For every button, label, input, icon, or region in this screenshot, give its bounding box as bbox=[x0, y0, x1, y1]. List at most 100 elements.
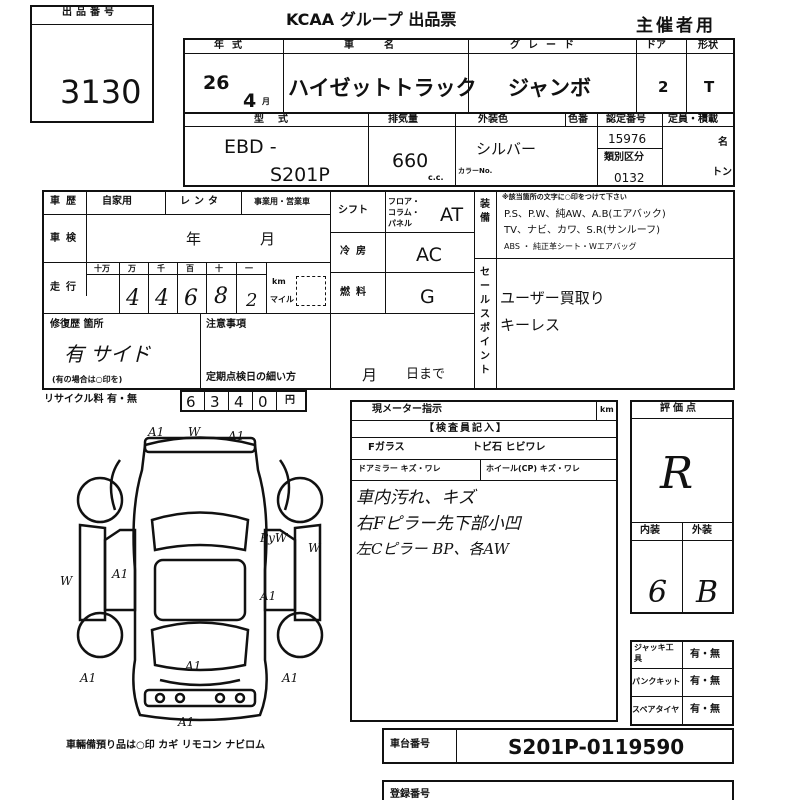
use-option-rental: レンタ bbox=[180, 196, 222, 207]
cert-number: 15976 bbox=[608, 132, 647, 146]
fuel-value: G bbox=[420, 286, 435, 308]
score-label: 評価点 bbox=[660, 403, 699, 414]
repair-history-note: (有の場合は○印を) bbox=[52, 375, 123, 384]
digit-header: 千 bbox=[157, 264, 165, 273]
chassis-box bbox=[382, 728, 734, 764]
mileage-unit-box bbox=[296, 276, 326, 306]
digit-header: 一 bbox=[245, 264, 253, 273]
page-title: KCAA グループ 出品票 bbox=[286, 10, 457, 29]
month-value: 4 bbox=[243, 90, 257, 112]
notes-label: 注意事項 bbox=[206, 319, 246, 330]
chassis-label: 車台番号 bbox=[390, 739, 430, 750]
month-unit: 月 bbox=[262, 97, 270, 106]
sale-point-1: ユーザー買取り bbox=[500, 289, 605, 307]
displacement-label: 排気量 bbox=[388, 114, 418, 125]
digit-header: 十 bbox=[215, 264, 223, 273]
inspector-box bbox=[350, 400, 618, 722]
mileage-digit: 8 bbox=[214, 284, 228, 309]
damage-mark: A1 bbox=[147, 425, 164, 439]
name-label: 車名 bbox=[344, 40, 424, 51]
damage-mark: W bbox=[308, 541, 322, 555]
equipment-line-2: TV、ナビ、カワ、S.R(サンルーフ) bbox=[504, 225, 661, 236]
damage-mark: A1 bbox=[111, 567, 128, 581]
equipment-label: 装備 bbox=[480, 199, 490, 224]
shift-value: AT bbox=[440, 204, 464, 226]
mileage-label: 走行 bbox=[50, 282, 82, 293]
equipment-line-3: ABS ・ 純正革シート・Wエアバッグ bbox=[504, 242, 637, 251]
mileage-digit: 2 bbox=[246, 290, 258, 311]
chassis-number: S201P-0119590 bbox=[508, 735, 685, 759]
owner-copy-label: 主催者用 bbox=[636, 16, 716, 36]
color-label: 外装色 bbox=[478, 114, 508, 125]
mirror-label: ドアミラー キズ・ワレ bbox=[358, 464, 441, 473]
glass-label: Fガラス bbox=[368, 442, 405, 453]
inspection-month-unit: 月 bbox=[260, 230, 276, 248]
km-label: km bbox=[272, 277, 286, 286]
lot-number-label: 出品番号 bbox=[62, 7, 118, 18]
repair-history-value: 有 サイド bbox=[64, 342, 151, 366]
periodic-day-unit: 日まで bbox=[406, 367, 446, 382]
capacity-unit-persons: 名 bbox=[718, 137, 728, 148]
repair-history-label: 修復歴 箇所 bbox=[50, 319, 104, 330]
recycle-digit: 4 bbox=[234, 393, 244, 411]
mileage-digit: 4 bbox=[126, 286, 140, 311]
class-number: 0132 bbox=[614, 171, 645, 185]
capacity-unit-tons: トン bbox=[712, 167, 732, 178]
digit-header: 十万 bbox=[94, 264, 110, 273]
model-label: 型式 bbox=[254, 114, 302, 125]
exterior-label: 外装 bbox=[692, 525, 712, 536]
diagram-caption: 車輛備預り品は○印 カギ リモコン ナビロム bbox=[66, 740, 266, 751]
color-no-caption: カラーNo. bbox=[458, 167, 493, 175]
ac-value: AC bbox=[416, 244, 442, 266]
registration-label: 登録番号 bbox=[390, 789, 430, 800]
mileage-digit: 6 bbox=[184, 286, 198, 311]
ac-label: 冷房 bbox=[340, 246, 372, 257]
sale-point-2: キーレス bbox=[500, 316, 561, 334]
damage-mark: A1 bbox=[177, 715, 194, 729]
inspector-comment-1: 車内汚れ、キズ bbox=[356, 488, 476, 508]
recycle-digit: 0 bbox=[258, 393, 268, 411]
damage-mark: A1 bbox=[227, 429, 244, 443]
inspector-comment-3: 左Cピラー BP、各AW bbox=[356, 540, 510, 558]
mile-label: マイル bbox=[270, 295, 294, 304]
capacity-label: 定員・積載 bbox=[668, 114, 718, 125]
equipment-line-1: P.S、P.W、純AW、A.B(エアバック) bbox=[504, 209, 666, 220]
model-prefix: EBD - bbox=[224, 136, 277, 158]
vehicle-damage-diagram: A1 W A1 A1 W PyW W A1 A1 A1 A1 A1 bbox=[60, 425, 324, 729]
inspector-header: 【検査員記入】 bbox=[424, 423, 508, 434]
mileage-digit: 4 bbox=[155, 286, 169, 311]
equipment-note: ※該当箇所の文字に○印をつけて下さい bbox=[502, 193, 627, 201]
damage-mark: W bbox=[60, 574, 74, 588]
recycle-label: リサイクル料 有・無 bbox=[44, 394, 137, 405]
inspection-label: 車検 bbox=[50, 233, 82, 244]
grade-value: ジャンボ bbox=[508, 76, 591, 100]
damage-mark: PyW bbox=[259, 531, 289, 545]
meter-label: 現メーター指示 bbox=[372, 404, 442, 415]
damage-mark: A1 bbox=[79, 671, 96, 685]
periodic-month-unit: 月 bbox=[362, 366, 378, 384]
periodic-inspection-label: 定期点検日の細い方 bbox=[206, 372, 296, 383]
model-value: S201P bbox=[270, 164, 330, 186]
details-table bbox=[42, 190, 735, 390]
cc-unit: c.c. bbox=[428, 173, 444, 182]
damage-mark: W bbox=[188, 425, 202, 439]
recycle-unit: 円 bbox=[285, 395, 295, 406]
inspector-comment-2: 右Fピラー先下部小凹 bbox=[356, 514, 521, 534]
use-option-private: 自家用 bbox=[102, 196, 132, 207]
glass-options: トビ石 ヒビワレ bbox=[472, 442, 546, 453]
damage-mark: A1 bbox=[184, 659, 201, 673]
doors-label: ドア bbox=[646, 40, 666, 51]
year-value: 26 bbox=[203, 72, 230, 94]
spare-tire-label: スペアタイヤ bbox=[632, 705, 680, 714]
exterior-score: B bbox=[696, 575, 719, 610]
use-option-business: 事業用・営業車 bbox=[254, 197, 310, 206]
registration-box bbox=[382, 780, 734, 800]
shift-options: フロア・コラム・パネル bbox=[388, 197, 420, 228]
lot-number: 3130 bbox=[60, 73, 142, 111]
lot-number-box bbox=[30, 5, 154, 123]
digit-header: 百 bbox=[186, 264, 194, 273]
use-label: 車歴 bbox=[50, 196, 82, 207]
recycle-fee-box bbox=[180, 390, 307, 412]
wheel-label: ホイール(CP) キズ・ワレ bbox=[486, 464, 580, 473]
digit-header: 万 bbox=[128, 264, 136, 273]
